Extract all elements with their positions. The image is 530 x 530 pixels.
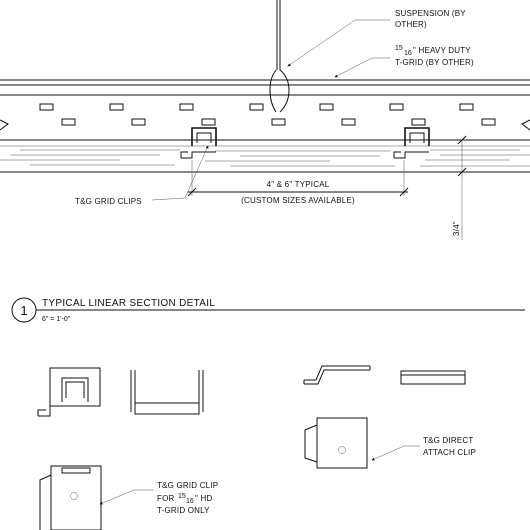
thickness-label: 3/4" bbox=[452, 221, 461, 236]
typical-dim-label-2: (CUSTOM SIZES AVAILABLE) bbox=[241, 196, 355, 205]
direct-clip-label-2: ATTACH CLIP bbox=[423, 448, 476, 457]
suspension-label-1: SUSPENSION (BY bbox=[395, 9, 466, 18]
detail-number: 1 bbox=[20, 303, 27, 318]
grid-clip-label-2-post: " HD bbox=[195, 494, 212, 503]
t-grid-flange bbox=[0, 79, 530, 96]
direct-clip-edge-view bbox=[400, 370, 466, 385]
grid-clip-side-view bbox=[130, 370, 204, 415]
typical-dim-label-1: 4" & 6" TYPICAL bbox=[267, 180, 330, 189]
suspension-label-2: OTHER) bbox=[395, 20, 427, 29]
direct-clip-plan-view bbox=[304, 417, 368, 469]
leader-lines bbox=[151, 19, 390, 201]
break-marks bbox=[0, 119, 530, 131]
tgrid-label-2: T-GRID (BY OTHER) bbox=[395, 58, 474, 67]
dimension-thickness bbox=[457, 135, 467, 240]
dimension-typical bbox=[187, 160, 409, 197]
direct-clip-side-view bbox=[303, 365, 371, 385]
detail-title: TYPICAL LINEAR SECTION DETAIL bbox=[42, 298, 215, 309]
tgrid-frac-den: 16 bbox=[404, 50, 412, 57]
grid-clip-left bbox=[180, 127, 217, 159]
suspension-wire bbox=[269, 0, 290, 113]
grid-clip-label-1: T&G GRID CLIP bbox=[157, 481, 218, 490]
wood-plank bbox=[0, 139, 530, 173]
grid-clips-label: T&G GRID CLIPS bbox=[75, 197, 142, 206]
detail-scale: 6" = 1'-0" bbox=[42, 316, 71, 323]
detail-title-block bbox=[11, 297, 525, 323]
grid-slots bbox=[39, 103, 496, 126]
grid-clip-label-2-pre: FOR bbox=[157, 494, 175, 503]
direct-clip-label-1: T&G DIRECT bbox=[423, 436, 473, 445]
grid-clip-right bbox=[393, 127, 430, 159]
lower-leaders bbox=[99, 445, 420, 505]
grid-clip-frac-den: 16 bbox=[186, 498, 194, 505]
tgrid-frac-num: 15 bbox=[395, 45, 403, 52]
grid-clip-front-view bbox=[37, 367, 101, 417]
grid-clip-plan-view bbox=[39, 465, 102, 530]
tgrid-label-1: " HEAVY DUTY bbox=[413, 46, 471, 55]
grid-clip-frac-num: 15 bbox=[178, 493, 186, 500]
grid-clip-label-3: T-GRID ONLY bbox=[157, 506, 210, 515]
